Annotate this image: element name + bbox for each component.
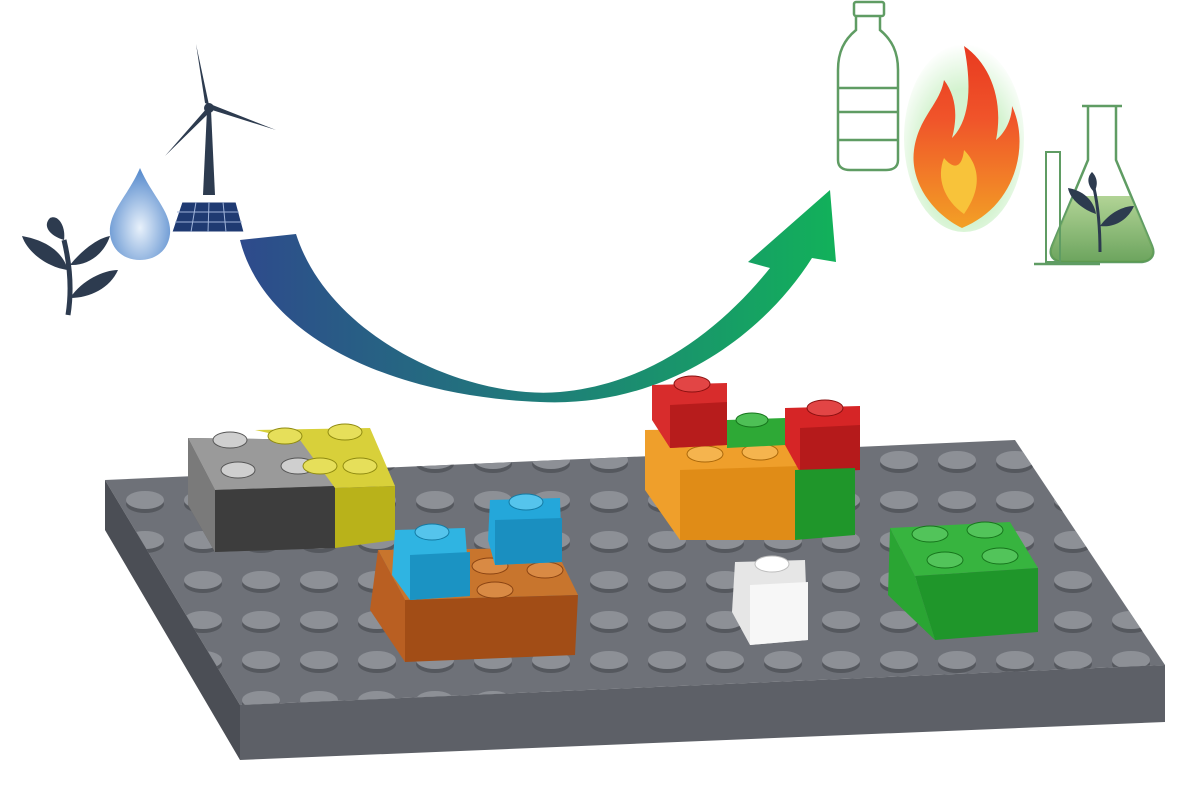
brick-orange <box>645 428 800 540</box>
brick-white <box>732 555 808 645</box>
plant-sprout-icon <box>22 217 118 316</box>
brick-green-small <box>727 412 855 540</box>
brick-yellow <box>255 423 395 548</box>
flask-bioproduct-icon <box>1034 104 1155 266</box>
brick-blue <box>392 493 562 600</box>
brick-grey <box>188 431 335 552</box>
wind-turbine-icon <box>165 44 276 195</box>
process-arrow <box>240 190 836 403</box>
water-drop-icon <box>109 168 171 260</box>
brick-red <box>652 375 860 472</box>
solar-panel-icon <box>171 201 245 233</box>
brick-green-large <box>888 521 1038 640</box>
plastic-bottle-icon <box>836 0 900 172</box>
flame-fuel-icon <box>904 44 1024 232</box>
